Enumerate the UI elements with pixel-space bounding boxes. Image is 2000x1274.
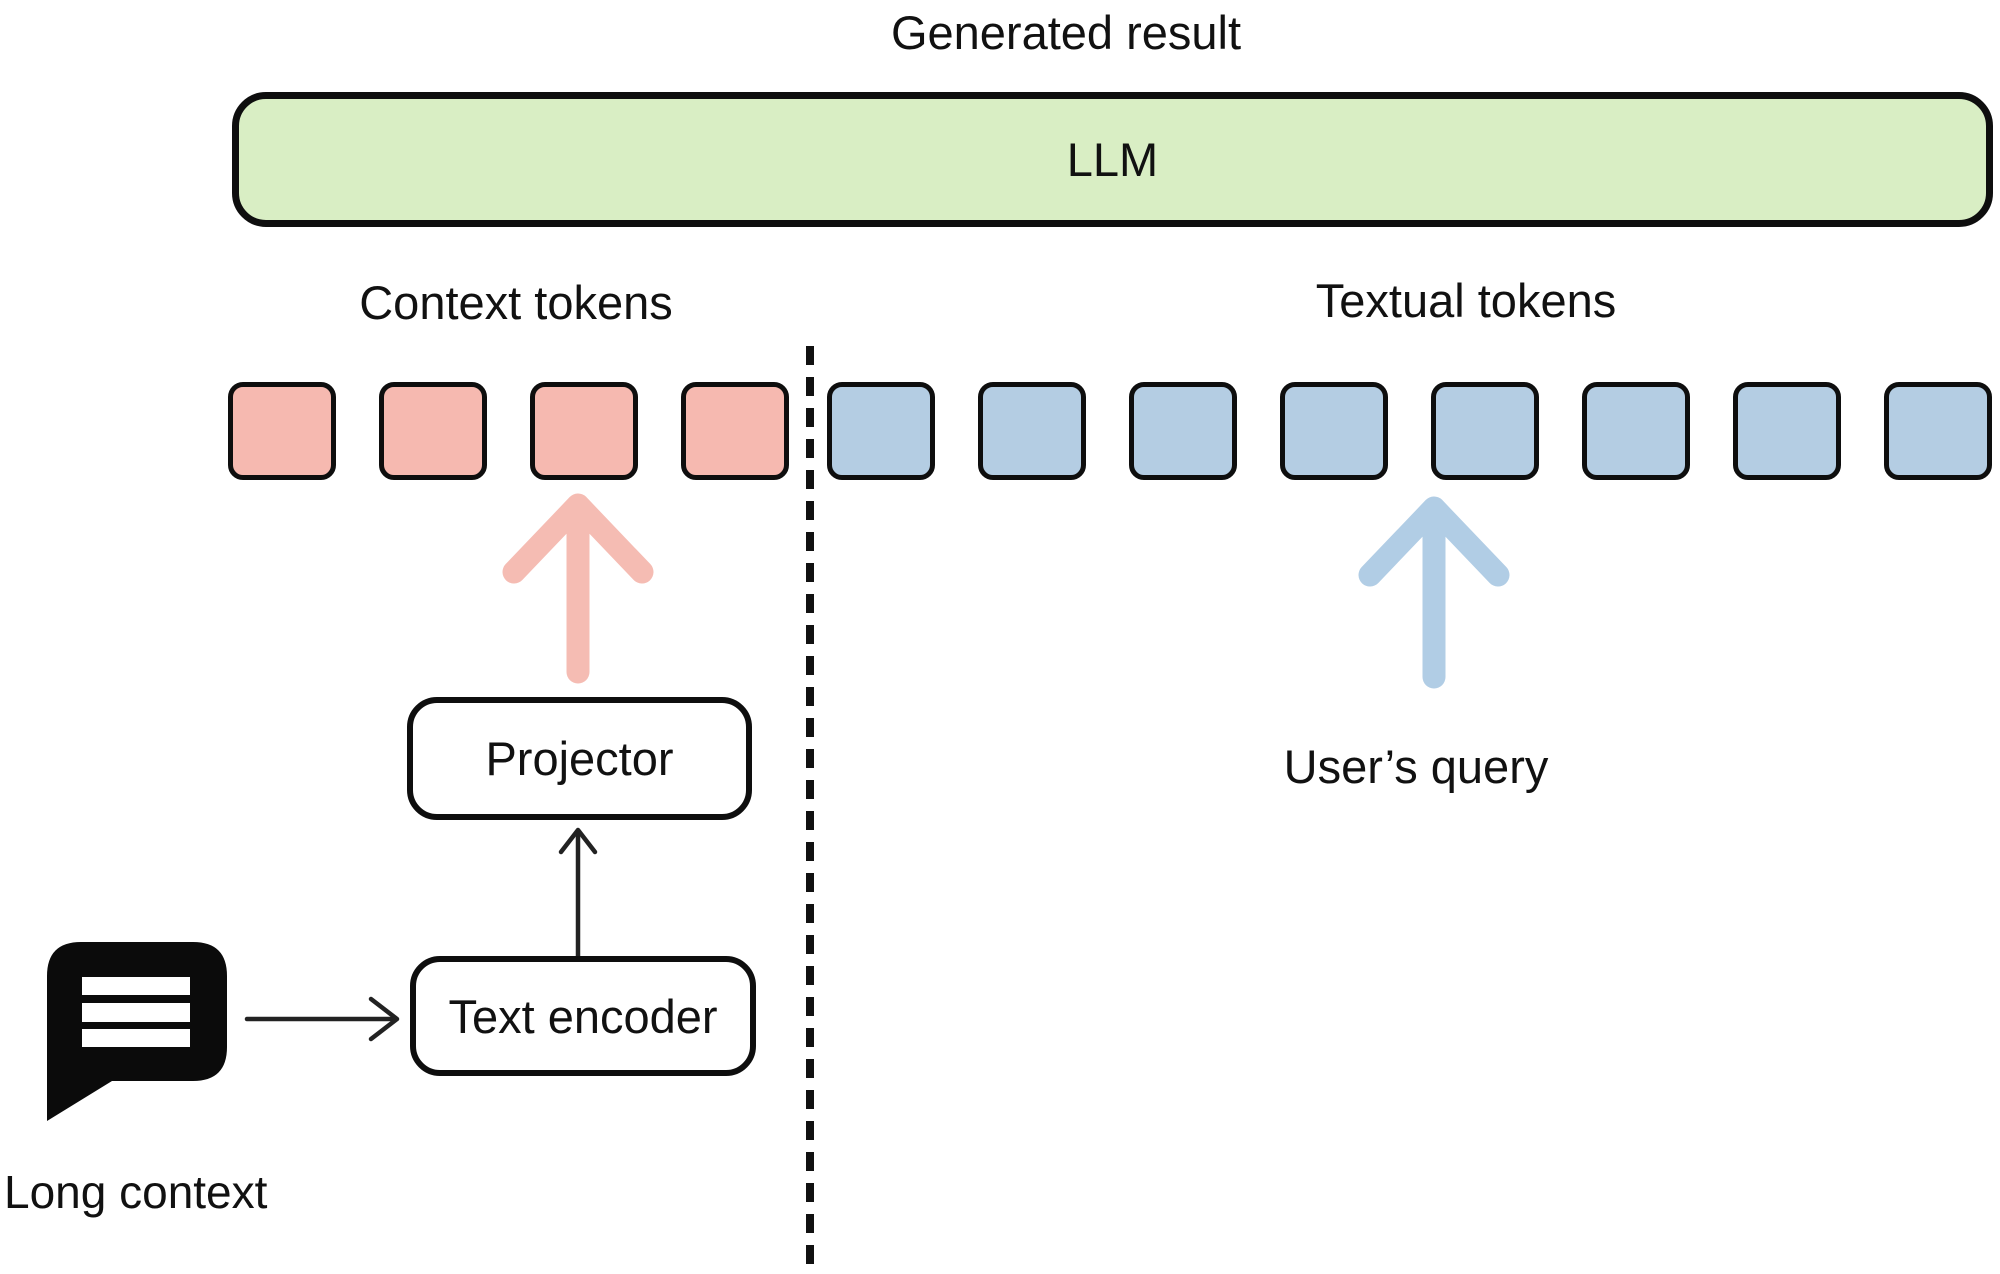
textual-token — [827, 382, 935, 480]
textual-token — [1431, 382, 1539, 480]
textual-token — [1129, 382, 1237, 480]
textual-token — [1280, 382, 1388, 480]
context-token-row — [228, 382, 789, 480]
dashed-divider-line — [806, 346, 814, 1274]
users-query-arrow-up-icon — [1358, 496, 1510, 689]
textual-token — [1582, 382, 1690, 480]
context-token — [228, 382, 336, 480]
llm-label: LLM — [1066, 133, 1159, 186]
chat-bubble-icon — [47, 942, 227, 1121]
text-encoder-label: Text encoder — [448, 989, 718, 1043]
context-token — [530, 382, 638, 480]
context-token — [379, 382, 487, 480]
projector-label: Projector — [485, 732, 674, 785]
textual-token — [978, 382, 1086, 480]
projector-box: Projector — [407, 697, 752, 820]
context-tokens-label: Context tokens — [359, 276, 673, 329]
text-encoder-box: Text encoder — [410, 956, 756, 1076]
textual-token — [1884, 382, 1992, 480]
textual-token — [1733, 382, 1841, 480]
textual-tokens-label: Textual tokens — [1315, 274, 1617, 327]
llm-box: LLM — [232, 92, 1993, 227]
users-query-label: User’s query — [1283, 740, 1549, 793]
generated-result-label: Generated result — [890, 6, 1242, 59]
long-context-to-encoder-arrow-icon — [244, 996, 400, 1042]
textual-token-row — [827, 382, 1992, 480]
context-token — [681, 382, 789, 480]
long-context-label: Long context — [4, 1166, 268, 1218]
encoder-to-projector-arrow-icon — [558, 827, 598, 959]
context-tokens-arrow-up-icon — [502, 493, 654, 684]
